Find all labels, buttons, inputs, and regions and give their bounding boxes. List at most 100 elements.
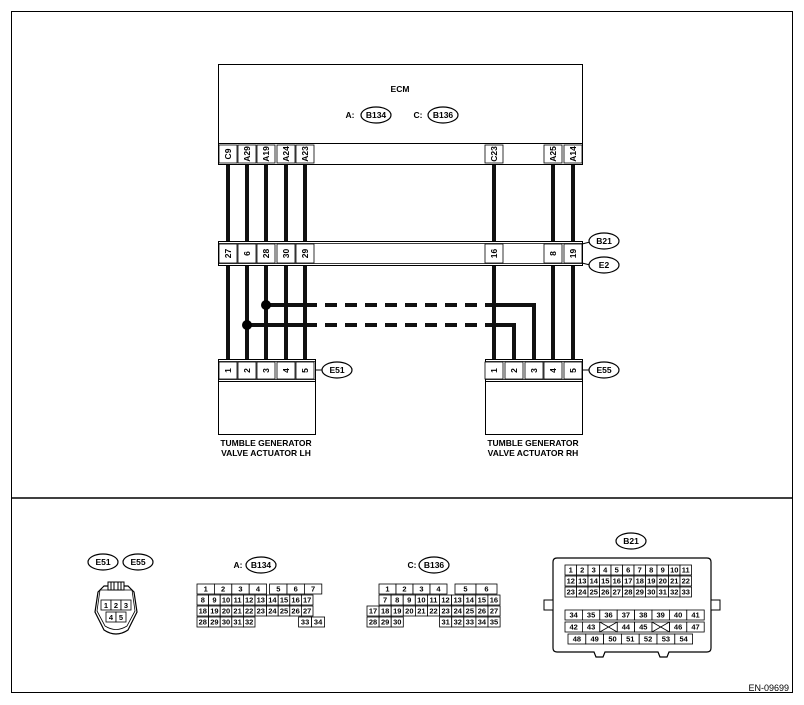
b21-pin-11: 11 bbox=[679, 564, 692, 576]
ecm-conn-c-prefix: C: bbox=[414, 110, 423, 120]
e-view-pin-4: 4 bbox=[105, 611, 117, 623]
b21-pin-label: 13 bbox=[578, 577, 586, 586]
b21-pin-21: 21 bbox=[668, 575, 681, 587]
b21-pin-28: 28 bbox=[622, 586, 635, 598]
b134-pin-27: 27 bbox=[300, 605, 314, 617]
e55-oval bbox=[588, 361, 620, 379]
b21-pin-label: 50 bbox=[608, 635, 616, 644]
b134-pin-24: 24 bbox=[266, 605, 279, 617]
b21-pin-51: 51 bbox=[621, 633, 640, 645]
view-e51-label: E51 bbox=[95, 557, 110, 567]
lh-pin-label: 3 bbox=[261, 368, 271, 373]
lh-pin-4: 4 bbox=[276, 361, 296, 380]
e-view-pin-2: 2 bbox=[110, 599, 122, 611]
b21-pin-label: 8 bbox=[649, 566, 653, 575]
b134-pin-label: 17 bbox=[303, 596, 311, 605]
b21-pin-17: 17 bbox=[622, 575, 635, 587]
b136-pin-label: 11 bbox=[429, 596, 437, 605]
ecm-pin-label: A29 bbox=[242, 146, 252, 162]
b134-pin-17: 17 bbox=[300, 594, 314, 606]
b21-pin-label: 48 bbox=[573, 635, 581, 644]
b134-pin-25: 25 bbox=[277, 605, 291, 617]
e-view-pin-label: 4 bbox=[109, 613, 114, 622]
b21-pin-34: 34 bbox=[564, 609, 583, 621]
ecm-conn-c-oval bbox=[427, 106, 459, 124]
b134-pin-8: 8 bbox=[196, 594, 210, 606]
joint-pin-29: 29 bbox=[295, 243, 315, 264]
b134-pin-3: 3 bbox=[231, 583, 250, 595]
b136-pin-label: 26 bbox=[478, 607, 486, 616]
lh-name-line2: VALVE ACTUATOR LH bbox=[221, 448, 311, 458]
b134-pin-label: 30 bbox=[222, 618, 230, 627]
b21-blank-cavity bbox=[599, 621, 618, 633]
b134-pin-label: 21 bbox=[233, 607, 241, 616]
b134-pin-26: 26 bbox=[289, 605, 302, 617]
b136-pin-6: 6 bbox=[475, 583, 498, 595]
b134-pin-label: 10 bbox=[222, 596, 230, 605]
b21-pin-label: 24 bbox=[578, 588, 587, 597]
b21-blank-cavity bbox=[651, 621, 670, 633]
rh-pin-label: 4 bbox=[548, 368, 558, 373]
view-b134: A: B134 bbox=[234, 556, 277, 574]
b136-pin-29: 29 bbox=[378, 616, 392, 628]
b134-pin-label: 6 bbox=[294, 585, 298, 594]
b136-pin-26: 26 bbox=[475, 605, 489, 617]
b134-pin-label: 33 bbox=[301, 618, 309, 627]
b21-pin-label: 28 bbox=[624, 588, 632, 597]
joint-pin-label: 30 bbox=[281, 249, 291, 259]
b21-pin-label: 33 bbox=[682, 588, 690, 597]
b134-pin-11: 11 bbox=[231, 594, 244, 606]
joint-pin-label: 28 bbox=[261, 249, 271, 259]
b21-pin-18: 18 bbox=[633, 575, 646, 587]
splice-a29 bbox=[242, 320, 252, 330]
b136-pin-label: 14 bbox=[466, 596, 475, 605]
b21-pin-label: 5 bbox=[615, 566, 619, 575]
b136-pin-4: 4 bbox=[429, 583, 448, 595]
b136-pin-1: 1 bbox=[378, 583, 397, 595]
joint-pin-19: 19 bbox=[563, 243, 583, 264]
joint-pin-label: 6 bbox=[242, 251, 252, 256]
b136-pin-label: 2 bbox=[402, 585, 406, 594]
b21-pin-label: 37 bbox=[622, 611, 630, 620]
b136-pin-label: 16 bbox=[490, 596, 498, 605]
b21-pin-23: 23 bbox=[564, 586, 577, 598]
b21-label: B21 bbox=[596, 236, 612, 246]
b134-pin-label: 3 bbox=[238, 585, 242, 594]
wire-harness bbox=[226, 165, 575, 359]
b136-pin-label: 31 bbox=[441, 618, 449, 627]
b21-pin-label: 32 bbox=[670, 588, 678, 597]
b21-pin-42: 42 bbox=[564, 621, 583, 633]
rh-name-line1: TUMBLE GENERATOR bbox=[487, 438, 578, 448]
b136-pin-label: 5 bbox=[463, 585, 467, 594]
b21-pin-label: 30 bbox=[647, 588, 655, 597]
b134-pin-6: 6 bbox=[286, 583, 305, 595]
b21-pin-47: 47 bbox=[686, 621, 705, 633]
ecm-pin-label: C23 bbox=[489, 146, 499, 162]
rh-pin-4: 4 bbox=[543, 361, 563, 380]
b21-pin-label: 27 bbox=[613, 588, 621, 597]
b134-pin-13: 13 bbox=[254, 594, 268, 606]
b134-pin-label: 20 bbox=[222, 607, 230, 616]
b136-pin-23: 23 bbox=[439, 605, 453, 617]
ecm-pin-A29: A29 bbox=[237, 144, 257, 164]
b21-pin-16: 16 bbox=[610, 575, 623, 587]
b134-pin-18: 18 bbox=[196, 605, 210, 617]
view-b136: C: B136 bbox=[408, 556, 450, 574]
b21-pin-label: 34 bbox=[570, 611, 579, 620]
b21-pin-22: 22 bbox=[679, 575, 692, 587]
b134-pin-label: 1 bbox=[204, 585, 208, 594]
b21-pin-30: 30 bbox=[645, 586, 658, 598]
b136-pin-label: 8 bbox=[395, 596, 399, 605]
splice-a19 bbox=[261, 300, 271, 310]
b21-pin-label: 7 bbox=[638, 566, 642, 575]
b134-pin-1: 1 bbox=[196, 583, 215, 595]
joint-pin-label: 29 bbox=[300, 249, 310, 259]
b21-pin-label: 9 bbox=[661, 566, 665, 575]
wire-branches-dashed bbox=[305, 303, 536, 359]
lh-pin-2: 2 bbox=[237, 361, 257, 380]
b136-pin-2: 2 bbox=[395, 583, 414, 595]
lh-pin-label: 4 bbox=[281, 368, 291, 373]
outer-frame bbox=[11, 11, 793, 693]
b21-pin-label: 3 bbox=[592, 566, 596, 575]
b21-pin-label: 26 bbox=[601, 588, 609, 597]
